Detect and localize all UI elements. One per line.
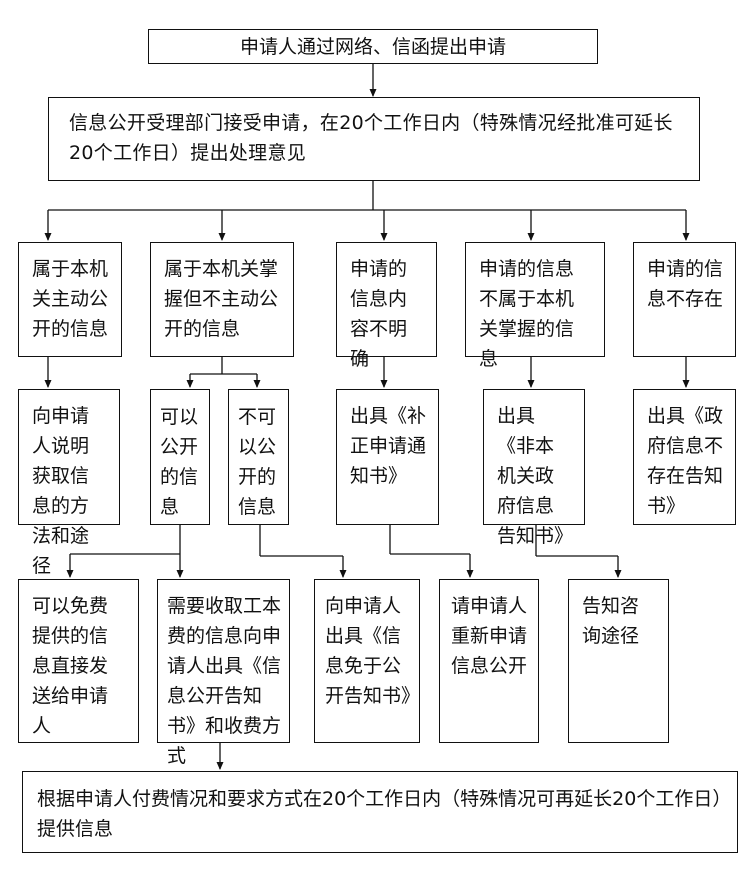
start-box: 申请人通过网络、信函提出申请 [148,29,598,64]
accept-box: 信息公开受理部门接受申请，在20个工作日内（特殊情况经批准可延长20个工作日）提… [48,97,700,181]
category-not-held-text: 申请的信息不属于本机关掌握的信息 [479,258,575,370]
response-can-open: 可以公开的信息 [150,389,210,525]
outcome-consult: 告知咨询途径 [568,579,669,743]
response-supplement-notice: 出具《补正申请通知书》 [336,389,439,525]
outcome-exempt-notice: 向申请人出具《信息免于公开告知书》 [314,579,420,743]
category-held-not-active: 属于本机关掌握但不主动公开的信息 [150,242,294,357]
outcome-consult-text: 告知咨询途径 [582,595,640,647]
response-can-open-text: 可以公开的信息 [160,406,199,518]
response-method: 向申请人说明获取信息的方法和途径 [18,389,120,577]
final-box: 根据申请人付费情况和要求方式在20个工作日内（特殊情况可再延长20个工作日）提供… [22,771,738,853]
outcome-exempt-notice-text: 向申请人出具《信息免于公开告知书》 [325,595,421,707]
category-active-disclosure-text: 属于本机关主动公开的信息 [32,258,109,340]
response-not-exist-notice-text: 出具《政府信息不存在告知书》 [647,405,724,517]
response-not-held-notice: 出具《非本机关政府信息告知书》 [483,389,585,547]
response-cannot-open: 不可以公开的信息 [228,389,289,525]
accept-text: 信息公开受理部门接受申请，在20个工作日内（特殊情况经批准可延长20个工作日）提… [69,112,673,164]
response-cannot-open-text: 不可以公开的信息 [238,406,277,518]
category-held-not-active-text: 属于本机关掌握但不主动公开的信息 [164,258,279,340]
category-active-disclosure: 属于本机关主动公开的信息 [18,242,122,357]
outcome-reapply: 请申请人重新申请信息公开 [439,579,539,743]
outcome-free-delivery-text: 可以免费提供的信息直接发送给申请人 [32,595,109,737]
category-not-exist-text: 申请的信息不存在 [647,258,724,310]
response-supplement-notice-text: 出具《补正申请通知书》 [350,405,427,487]
category-not-held: 申请的信息不属于本机关掌握的信息 [465,242,605,370]
outcome-fee-notice: 需要收取工本费的信息向申请人出具《信息公开告知书》和收费方式 [157,579,290,767]
start-text: 申请人通过网络、信函提出申请 [239,35,506,58]
category-unclear-request-text: 申请的信息内容不明确 [350,258,408,370]
category-not-exist: 申请的信息不存在 [633,242,736,357]
response-not-held-notice-text: 出具《非本机关政府信息告知书》 [497,405,574,547]
response-not-exist-notice: 出具《政府信息不存在告知书》 [633,389,736,525]
outcome-reapply-text: 请申请人重新申请信息公开 [451,595,528,677]
outcome-fee-notice-text: 需要收取工本费的信息向申请人出具《信息公开告知书》和收费方式 [167,595,282,767]
response-method-text: 向申请人说明获取信息的方法和途径 [32,405,90,577]
final-text: 根据申请人付费情况和要求方式在20个工作日内（特殊情况可再延长20个工作日）提供… [37,788,722,840]
category-unclear-request: 申请的信息内容不明确 [336,242,437,370]
outcome-free-delivery: 可以免费提供的信息直接发送给申请人 [18,579,139,743]
